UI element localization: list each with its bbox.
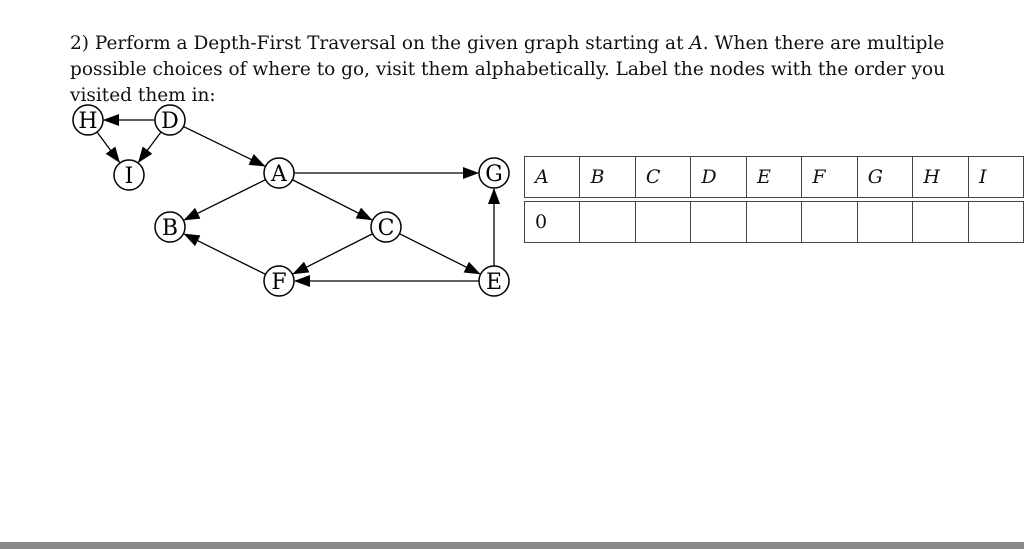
visit-order-table-container: A B C D E F G H I 0 [523,156,1024,243]
node-D: D [154,104,186,136]
value-cell[interactable] [967,201,1024,243]
directed-graph: H D I A G B C F E [72,104,510,297]
node-H: H [72,104,104,136]
node-label: H [78,109,97,134]
node-circle [263,265,295,297]
bottom-bar [0,542,1024,549]
question-text: 2) Perform a Depth-First Traversal on th… [70,31,970,109]
node-label: A [270,162,288,187]
node-label: G [485,162,503,187]
node-C: C [370,211,402,243]
node-G: G [478,157,510,189]
node-I: I [113,159,145,191]
value-cell[interactable] [801,201,858,243]
header-cell: F [801,156,858,198]
node-E: E [478,265,510,297]
node-circle [370,211,402,243]
visit-order-table: A B C D E F G H I 0 [523,156,1024,243]
question-suffix: . When there are multiple possible choic… [70,33,946,106]
edge-F-B [183,233,266,275]
edge-C-E [399,233,481,275]
edge-D-I [137,131,162,163]
header-cell: H [912,156,969,198]
value-cell: 0 [523,201,581,243]
header-cell: A [523,156,581,198]
edge-A-C [292,179,373,221]
node-circle [154,104,186,136]
header-cell: E [745,156,803,198]
node-label: D [161,109,179,134]
node-circle [72,104,104,136]
value-cell[interactable] [634,201,692,243]
node-circle [263,157,295,189]
node-B: B [154,211,186,243]
value-cell[interactable] [745,201,803,243]
edge-D-A [183,125,266,167]
header-cell: D [690,156,747,198]
node-A: A [263,157,295,189]
node-label: B [162,216,178,241]
value-cell[interactable] [856,201,914,243]
node-label: C [378,216,395,241]
node-label: E [486,270,502,295]
node-circle [154,211,186,243]
value-cell[interactable] [579,201,636,243]
question-start-node: A [689,33,703,54]
question-prefix: 2) Perform a Depth-First Traversal on th… [70,33,690,54]
header-cell: G [856,156,914,198]
header-cell: I [967,156,1024,198]
node-circle [478,157,510,189]
node-label: F [271,270,286,295]
node-F: F [263,265,295,297]
edge-A-B [183,179,266,221]
edge-C-F [292,233,373,275]
value-cell[interactable] [912,201,969,243]
node-circle [113,159,145,191]
header-cell: C [634,156,692,198]
value-cell[interactable] [690,201,747,243]
node-circle [478,265,510,297]
header-cell: B [579,156,636,198]
edge-H-I [96,131,121,163]
node-label: I [125,164,134,189]
